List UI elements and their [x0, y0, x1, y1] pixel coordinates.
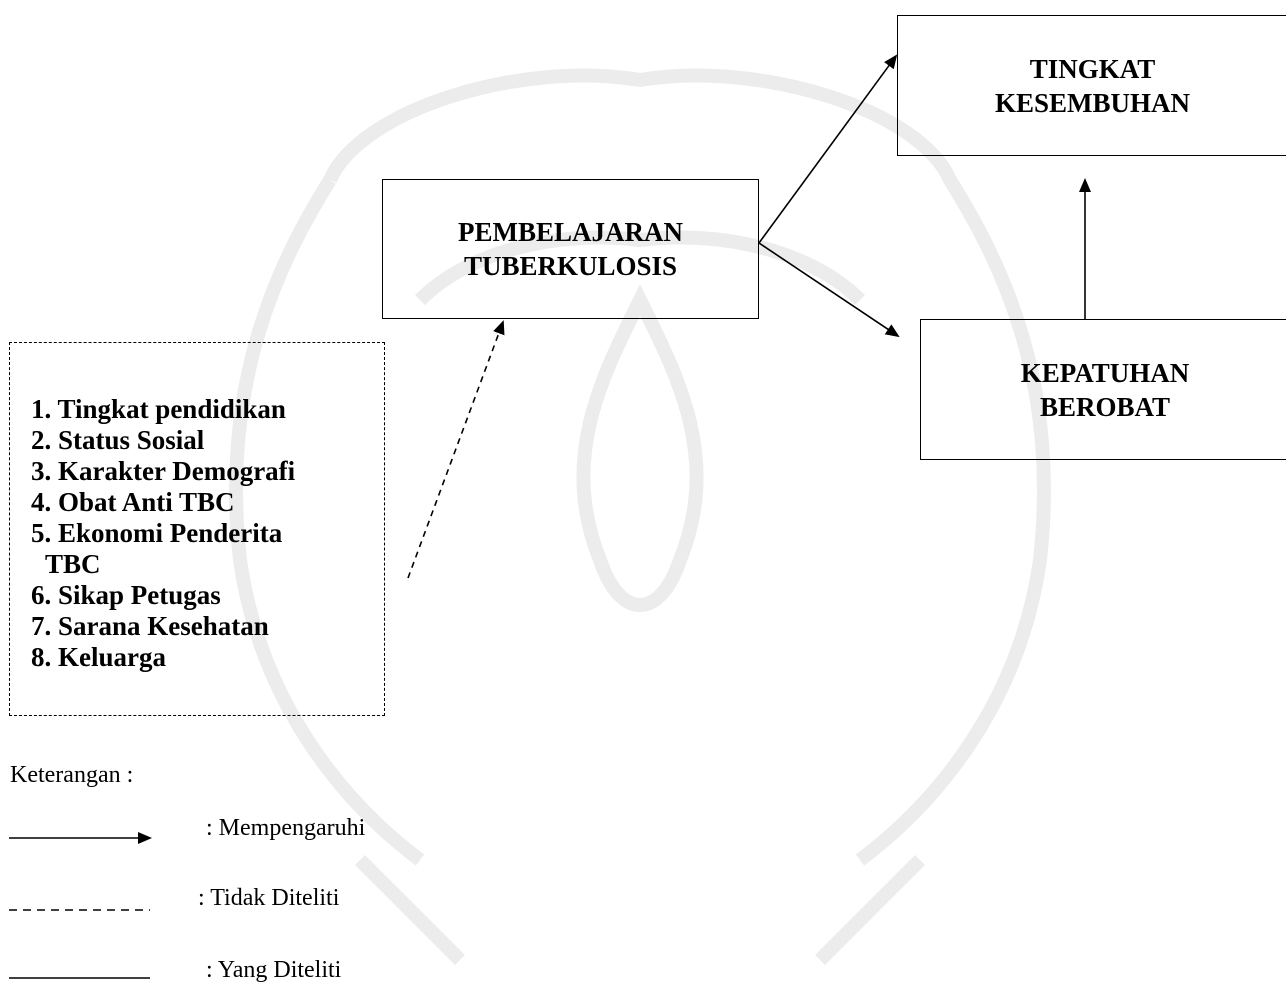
box-kepatuhan-line-2: BEROBAT	[1039, 391, 1171, 422]
box-pembelajaran-line-2: TUBERKULOSIS	[463, 251, 678, 281]
factor-item: 4. Obat Anti TBC	[31, 487, 235, 517]
box-kepatuhan-line-1: KEPATUHAN	[1020, 357, 1190, 388]
factor-item: 6. Sikap Petugas	[31, 580, 221, 610]
arrow-pembelajaran-to-tingkat	[758, 54, 898, 244]
box-kepatuhan-berobat: KEPATUHAN BEROBAT	[920, 319, 1286, 460]
legend-label-yang-diteliti: : Yang Diteliti	[206, 957, 342, 983]
factor-continuation-text: TBC	[45, 549, 101, 579]
factor-item: 8. Keluarga	[31, 642, 166, 672]
legend-label-tidak-diteliti: : Tidak Diteliti	[198, 885, 340, 911]
box-tingkat-kesembuhan: TINGKAT KESEMBUHAN	[897, 15, 1286, 156]
factor-item: 2. Status Sosial	[31, 425, 205, 455]
factor-item: 1. Tingkat pendidikan	[31, 394, 286, 424]
factor-item: 7. Sarana Kesehatan	[31, 611, 269, 641]
legend-title: Keterangan :	[10, 762, 134, 788]
arrow-factors-to-pembelajaran	[407, 320, 505, 579]
factor-item: 5. Ekonomi Penderita	[31, 518, 283, 548]
legend-label-mempengaruhi: : Mempengaruhi	[206, 815, 366, 841]
factors-list: 1. Tingkat pendidikan 2. Status Sosial 3…	[31, 394, 295, 673]
arrow-pembelajaran-to-kepatuhan	[758, 242, 900, 338]
factors-box: 1. Tingkat pendidikan 2. Status Sosial 3…	[9, 342, 385, 716]
box-pembelajaran-line-1: PEMBELAJARAN	[457, 217, 683, 247]
box-tingkat-line-1: TINGKAT	[1029, 53, 1156, 84]
box-pembelajaran-tuberkulosis: PEMBELAJARAN TUBERKULOSIS	[382, 179, 759, 319]
factor-item-continuation: TBC	[31, 549, 295, 580]
factor-item: 3. Karakter Demografi	[31, 456, 296, 486]
box-tingkat-line-2: KESEMBUHAN	[994, 87, 1191, 118]
